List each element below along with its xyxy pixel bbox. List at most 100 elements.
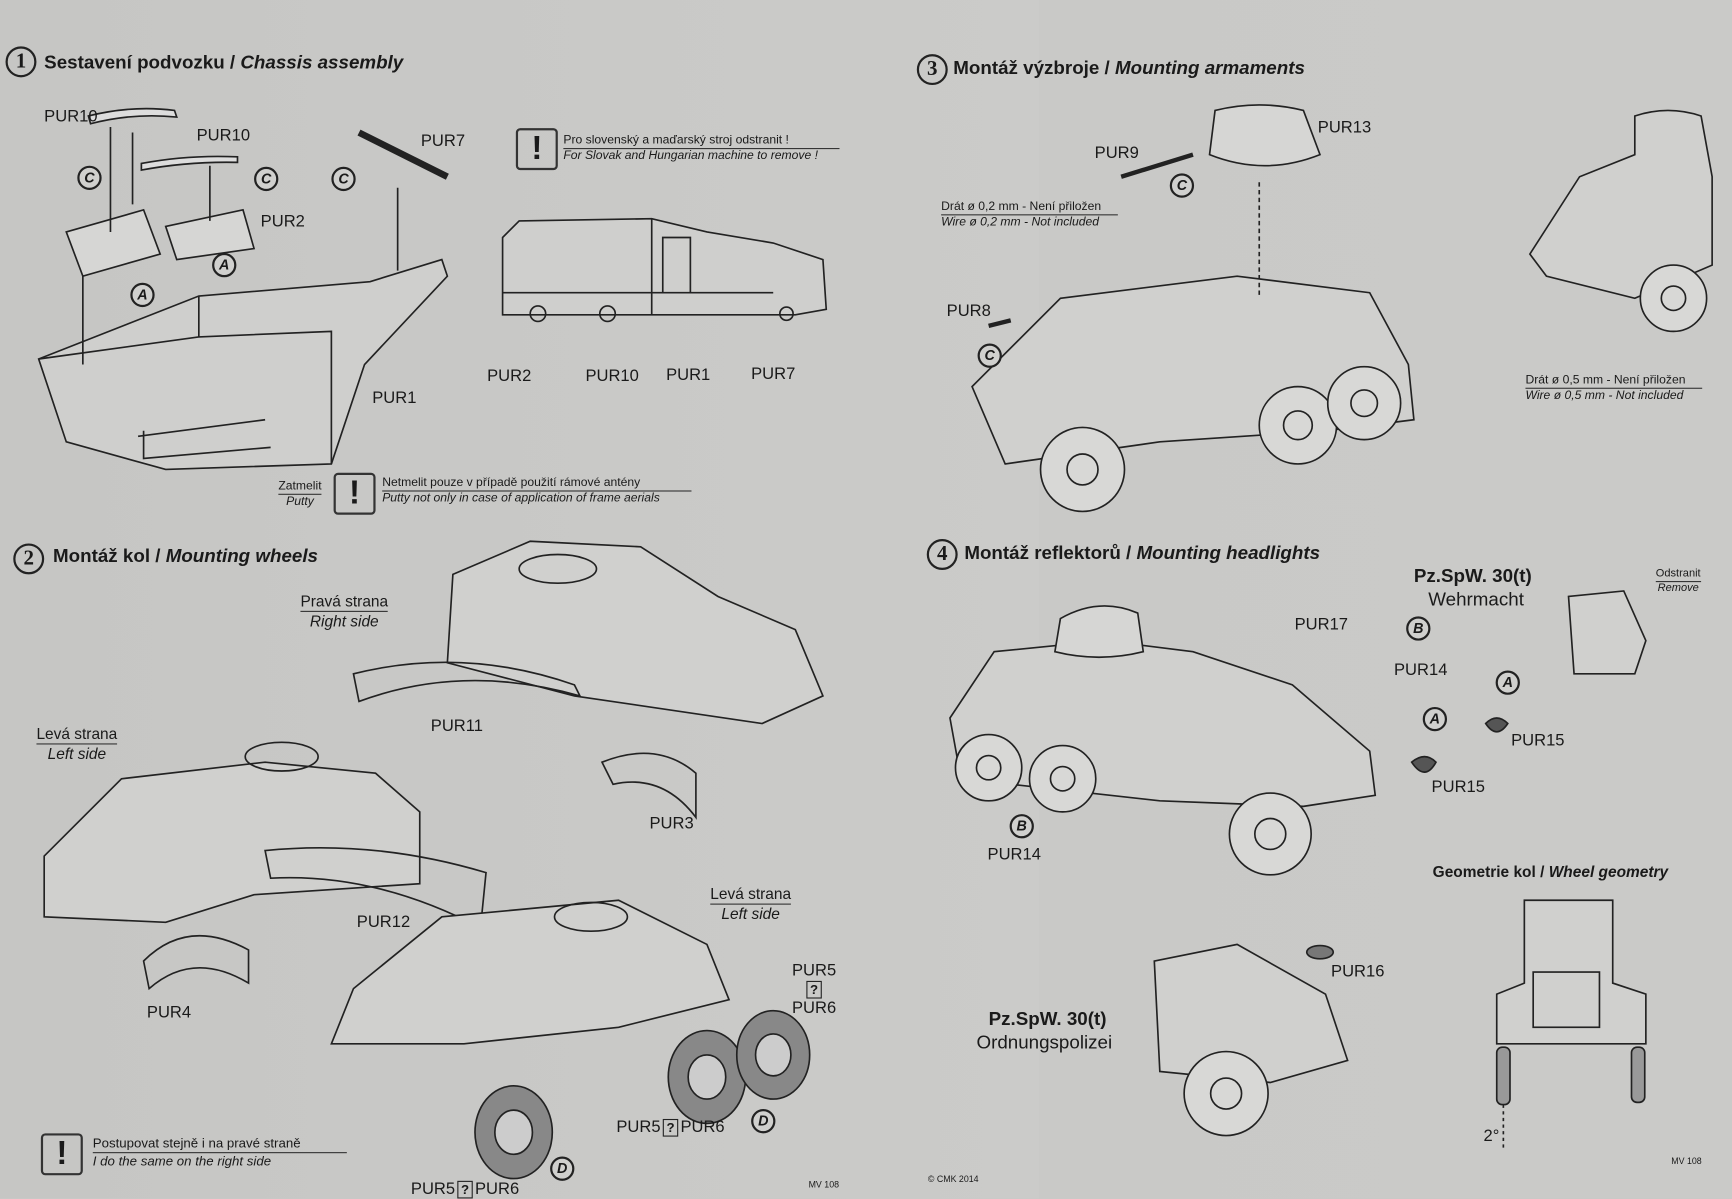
armament-vehicle-drawing — [971, 104, 1415, 513]
step-2-title: Montáž kol / Mounting wheels — [53, 546, 318, 568]
part-label: PUR13 — [1317, 118, 1372, 137]
note-en: Left side — [47, 744, 107, 763]
variant-unit: Ordnungspolizei — [976, 1031, 1113, 1053]
body-right-side-drawing — [352, 540, 825, 820]
camber-angle: 2° — [1483, 1126, 1500, 1146]
note-en: Putty not only in case of application of… — [382, 491, 660, 505]
part-label: PUR4 — [146, 1002, 192, 1022]
note-cz: Netmelit pouze v případě použití rámové … — [382, 476, 692, 492]
note-cz: Levá strana — [36, 725, 118, 745]
title-en: Wheel geometry — [1548, 862, 1669, 881]
part-label: PUR7 — [751, 364, 796, 384]
note-en: Left side — [721, 904, 780, 923]
title-en: Mounting armaments — [1115, 57, 1305, 79]
marker-b: B — [1009, 814, 1034, 839]
or-box: ? — [457, 1180, 473, 1199]
title-cz: Geometrie kol / — [1432, 862, 1549, 881]
marker-c: C — [977, 343, 1002, 368]
body-left-side-drawing — [43, 741, 487, 991]
step-3-title: Montáž výzbroje / Mounting armaments — [953, 57, 1305, 79]
part-label: PUR10 — [44, 107, 98, 126]
note-en: For Slovak and Hungarian machine to remo… — [563, 149, 818, 163]
variant-name: Pz.SpW. 30(t) — [988, 1008, 1107, 1030]
body-with-wheels-drawing — [330, 899, 811, 1180]
marker-c: C — [254, 166, 279, 192]
title-cz: Montáž kol / — [53, 545, 166, 567]
part-label: PUR3 — [649, 814, 694, 833]
note-cz: Postupovat stejně i na pravé straně — [92, 1136, 347, 1154]
warning-icon: ! — [40, 1133, 83, 1176]
part-label: PUR14 — [1394, 660, 1448, 680]
step-3-number: 3 — [916, 54, 948, 86]
title-en: Chassis assembly — [240, 51, 404, 73]
polizei-vehicle-drawing — [1153, 943, 1349, 1137]
note-cz: Zatmelit — [278, 479, 322, 495]
marker-c: C — [331, 166, 356, 192]
part-label: PUR17 — [1294, 615, 1349, 635]
note-cz: Drát ø 0,5 mm - Není přiložen — [1525, 373, 1703, 389]
note-en: Wire ø 0,5 mm - Not included — [1525, 388, 1684, 403]
marker-d: D — [751, 1109, 776, 1134]
wehrmacht-detail-drawing — [1567, 590, 1647, 675]
wheel-part-pair: PUR5?PUR6 — [411, 1180, 519, 1199]
warning-icon: ! — [333, 472, 376, 515]
variant-unit: Wehrmacht — [1428, 588, 1524, 610]
wheel-geometry-title: Geometrie kol / Wheel geometry — [1433, 863, 1668, 881]
marker-a: A — [212, 252, 237, 278]
marker-a: A — [130, 282, 155, 308]
step-2-number: 2 — [13, 543, 45, 575]
or-box: ? — [806, 980, 822, 999]
wheel-part-stack: PUR5?PUR6 — [792, 961, 836, 1017]
note-en: Wire ø 0,2 mm - Not included — [941, 215, 1100, 229]
part-label: PUR5 — [410, 1179, 456, 1199]
part-label: PUR10 — [585, 366, 639, 386]
part-label: PUR16 — [1331, 962, 1385, 981]
side-view-drawing — [501, 217, 828, 323]
title-en: Mounting headlights — [1136, 542, 1321, 564]
turret-detail-drawing — [1528, 109, 1713, 333]
marker-c: C — [1169, 173, 1195, 198]
wheel-part-pair: PUR5?PUR6 — [616, 1117, 725, 1137]
part-label: PUR10 — [196, 125, 251, 145]
note-en: Right side — [309, 611, 379, 630]
part-label: PUR7 — [420, 131, 466, 151]
marker-d: D — [550, 1156, 575, 1181]
marker-b: B — [1406, 616, 1431, 641]
page-code: MV 108 — [1671, 1156, 1702, 1167]
step-1-number: 1 — [5, 46, 37, 78]
note-en: Remove — [1657, 582, 1699, 595]
note-cz: Pravá strana — [300, 592, 389, 612]
part-label: PUR15 — [1431, 777, 1485, 797]
note-en: Putty — [286, 494, 314, 509]
marker-c: C — [77, 165, 102, 190]
marker-a: A — [1495, 670, 1520, 695]
part-label: PUR12 — [356, 912, 411, 932]
note-cz: Odstranit — [1655, 568, 1701, 583]
part-label: PUR14 — [987, 845, 1041, 864]
part-label: PUR6 — [680, 1117, 725, 1137]
part-label: PUR8 — [946, 301, 991, 321]
part-label: PUR1 — [666, 365, 711, 385]
marker-a: A — [1422, 706, 1448, 732]
part-label: PUR11 — [430, 716, 483, 736]
part-label: PUR5 — [616, 1117, 661, 1137]
putty-warning-note: Netmelit pouze v případě použití rámové … — [382, 476, 692, 505]
part-label: PUR1 — [372, 388, 417, 408]
page-code: MV 108 — [808, 1179, 840, 1190]
note-cz: Pro slovenský a maďarský stroj odstranit… — [563, 134, 840, 150]
part-label: PUR9 — [1094, 143, 1139, 163]
part-label: PUR2 — [487, 366, 532, 386]
part-label: PUR6 — [791, 998, 837, 1018]
wheel-geometry-drawing — [1495, 899, 1647, 1149]
title-cz: Montáž výzbroje / — [953, 57, 1116, 79]
part-label: PUR15 — [1511, 731, 1565, 751]
step-4-title: Montáž reflektorů / Mounting headlights — [964, 542, 1320, 564]
